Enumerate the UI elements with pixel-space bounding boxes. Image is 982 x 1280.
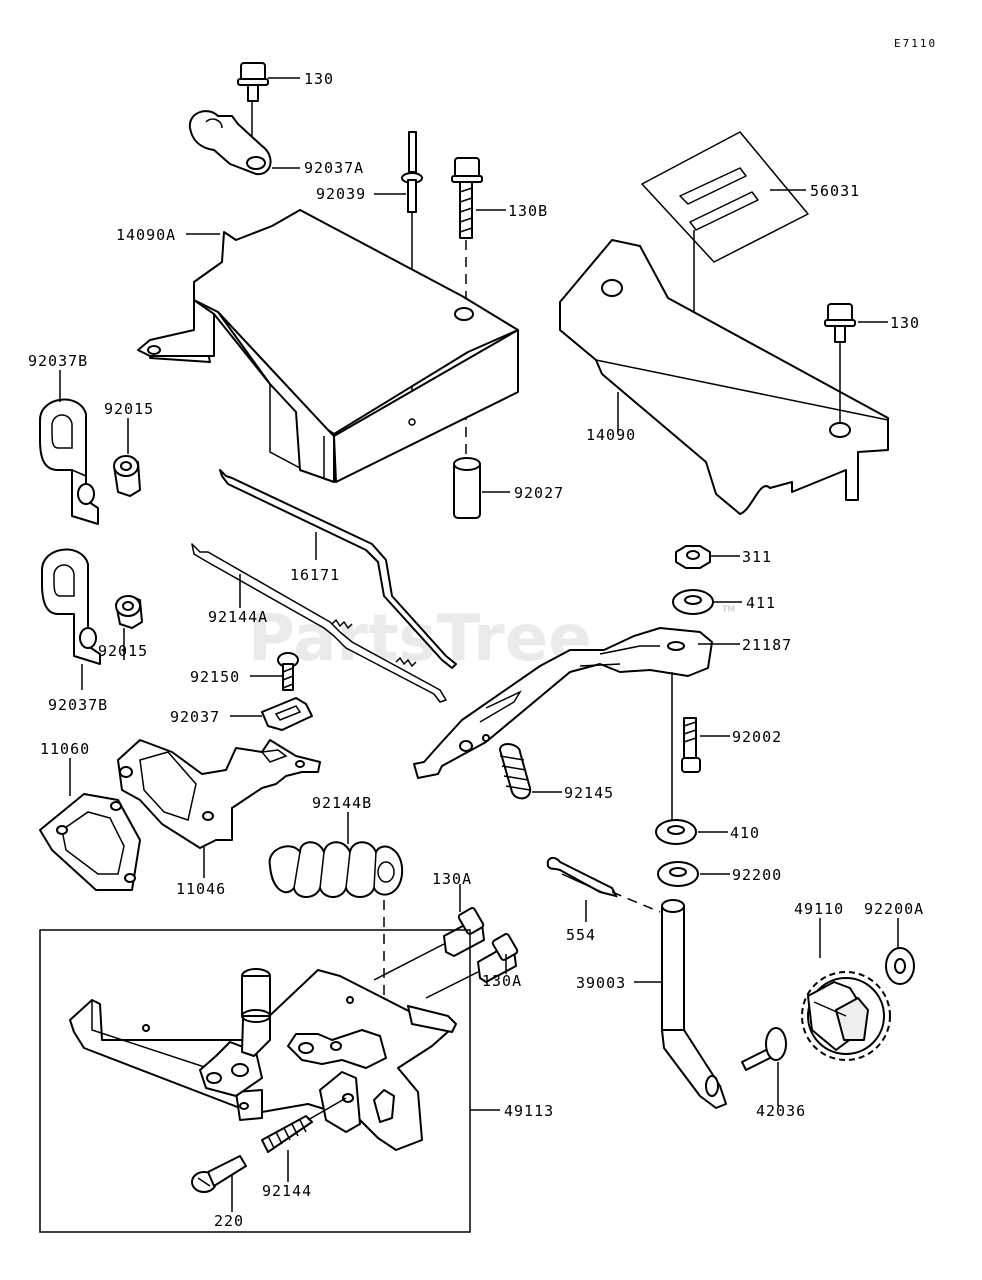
lever-21187 — [413, 627, 713, 779]
label-49110: 49110 — [794, 900, 844, 918]
collar-92015-bottom — [115, 595, 143, 629]
spring-92145 — [499, 743, 532, 800]
screw-220 — [191, 1155, 247, 1193]
label-220: 220 — [214, 1212, 244, 1230]
diagram-code: E7110 — [894, 37, 937, 50]
bracket-11046 — [117, 739, 321, 849]
assembly-frame — [39, 929, 471, 1233]
label-39003: 39003 — [576, 974, 626, 992]
label-92145: 92145 — [564, 784, 614, 802]
washer-410 — [655, 819, 697, 845]
screw-92150 — [277, 652, 299, 691]
label-130-top: 130 — [304, 70, 334, 88]
pin-554 — [546, 856, 618, 898]
label-130A-bottom: 130A — [482, 972, 522, 990]
rod-16171 — [219, 469, 457, 669]
washer-92200 — [657, 861, 699, 887]
bolt-42036 — [741, 1027, 787, 1071]
label-92150: 92150 — [190, 668, 240, 686]
label-11046: 11046 — [176, 880, 226, 898]
label-411: 411 — [746, 594, 776, 612]
label-130-right: 130 — [890, 314, 920, 332]
label-21187: 21187 — [742, 636, 792, 654]
label-11060: 11060 — [40, 740, 90, 758]
link-92144A — [191, 543, 447, 703]
bolt-92002 — [681, 717, 701, 773]
gear-49110 — [801, 971, 891, 1061]
pin-92039 — [401, 131, 423, 213]
label-92144A: 92144A — [208, 608, 268, 626]
label-554: 554 — [566, 926, 596, 944]
bolt-130-right — [824, 303, 856, 343]
watermark-tm: TM — [721, 605, 735, 615]
clamp-92037A — [188, 110, 272, 176]
label-130A-top: 130A — [432, 870, 472, 888]
bolt-130B — [451, 157, 483, 239]
clamp-92037B-bottom — [41, 548, 101, 665]
label-92037B-bottom: 92037B — [48, 696, 108, 714]
spring-92144 — [261, 1115, 313, 1153]
collar-92015-top — [113, 455, 141, 497]
gasket-11060 — [39, 793, 141, 891]
label-16171: 16171 — [290, 566, 340, 584]
bolt-130A-top — [443, 907, 485, 957]
label-42036: 42036 — [756, 1102, 806, 1120]
bolt-130-top — [237, 62, 269, 102]
spring-92144B — [268, 841, 404, 898]
label-92039: 92039 — [316, 185, 366, 203]
label-56031: 56031 — [810, 182, 860, 200]
cover-14090 — [559, 239, 889, 515]
label-92037A: 92037A — [304, 159, 364, 177]
washer-411 — [672, 589, 714, 615]
label-92200A: 92200A — [864, 900, 924, 918]
nut-311 — [675, 545, 711, 569]
label-311: 311 — [742, 548, 772, 566]
label-14090: 14090 — [586, 426, 636, 444]
cover-14090A — [137, 209, 519, 483]
label-14090A: 14090A — [116, 226, 176, 244]
clamp-92037 — [261, 697, 313, 731]
label-92037B-top: 92037B — [28, 352, 88, 370]
label-92144: 92144 — [262, 1182, 312, 1200]
label-130B: 130B — [508, 202, 548, 220]
label-92037: 92037 — [170, 708, 220, 726]
control-plate-49113 — [69, 968, 457, 1151]
label-92015-top: 92015 — [104, 400, 154, 418]
label-92144B: 92144B — [312, 794, 372, 812]
label-410: 410 — [730, 824, 760, 842]
label-92200: 92200 — [732, 866, 782, 884]
label-92002: 92002 — [732, 728, 782, 746]
shaft-39003 — [661, 899, 727, 1109]
decal-56031 — [641, 131, 809, 263]
washer-92200A — [885, 947, 915, 985]
clamp-92037B-top — [39, 398, 99, 525]
label-92015-bottom: 92015 — [98, 642, 148, 660]
label-49113: 49113 — [504, 1102, 554, 1120]
label-92027: 92027 — [514, 484, 564, 502]
collar-92027 — [453, 457, 481, 519]
